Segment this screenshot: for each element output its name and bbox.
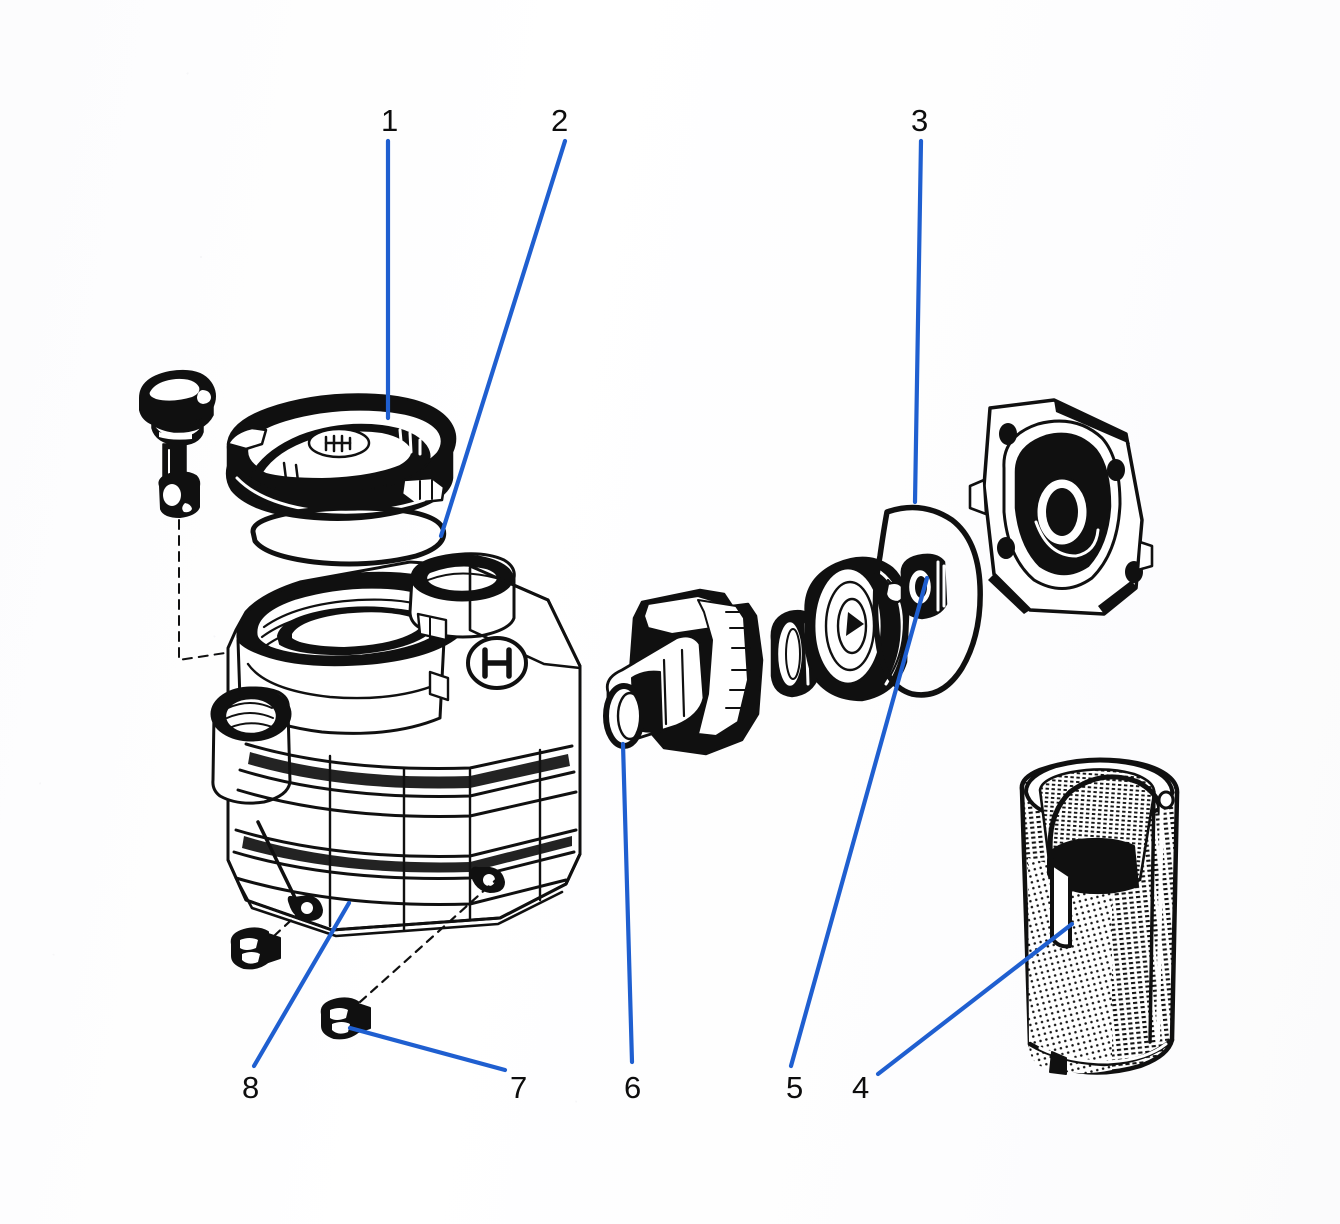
part-seal-plate-o-ring: [872, 504, 983, 698]
leader-line-4: [875, 921, 1075, 1077]
part-strainer-basket: [1019, 757, 1180, 1075]
callout-label-1: 1: [381, 103, 399, 138]
part-knob-bushing: [158, 471, 201, 518]
leader-line-5: [788, 575, 930, 1069]
leader-line-2: [438, 138, 568, 539]
part-drain-plug-upper: [230, 927, 281, 970]
assembly-dash-plug-lower: [358, 876, 500, 1004]
part-strainer-cover-lid: [225, 393, 457, 521]
leader-line-8: [251, 900, 352, 1069]
callout-label-8: 8: [242, 1070, 260, 1105]
part-housing-body: [210, 552, 582, 938]
callout-label-7: 7: [510, 1070, 528, 1105]
part-motor-seal-plate: [968, 398, 1154, 616]
callout-label-6: 6: [624, 1070, 642, 1105]
callout-label-5: 5: [786, 1070, 804, 1105]
assembly-dash-knob: [178, 519, 239, 661]
assembly-dash-plug-upper: [272, 910, 302, 938]
callout-label-3: 3: [911, 103, 929, 138]
callout-label-2: 2: [551, 103, 569, 138]
leader-line-3: [912, 138, 924, 505]
callout-label-4: 4: [852, 1070, 870, 1105]
part-diffuser-body: [603, 588, 764, 756]
leader-line-7: [347, 1025, 508, 1073]
leader-line-6: [620, 741, 635, 1065]
